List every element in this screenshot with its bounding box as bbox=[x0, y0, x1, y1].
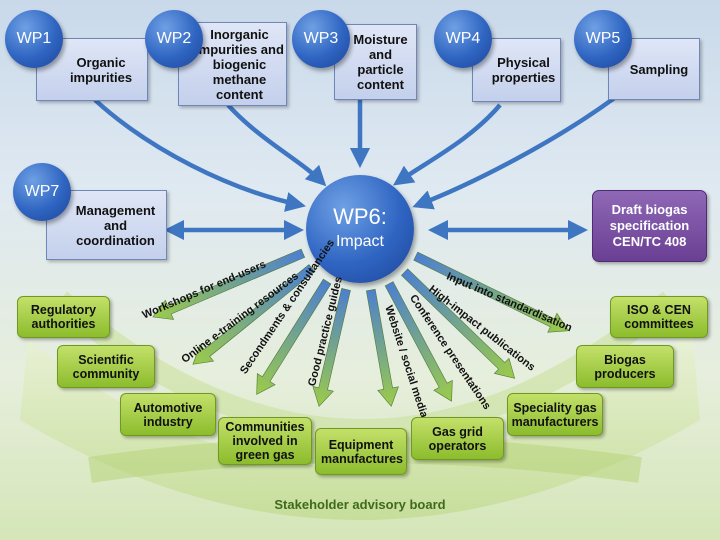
wp2-id: WP2 bbox=[156, 30, 192, 47]
channel-arrow-workshops bbox=[152, 248, 306, 320]
wp4-label: Physical properties bbox=[491, 55, 556, 85]
stakeholder-label: ISO & CEN committees bbox=[624, 303, 694, 331]
arrow-wp4 bbox=[392, 103, 502, 186]
stakeholder-regulatory: Regulatory authorities bbox=[17, 296, 110, 338]
stakeholder-equipment: Equipment manufactures bbox=[315, 428, 407, 475]
output-label: Draft biogas specification CEN/TC 408 bbox=[609, 202, 690, 249]
wp3-label: Moisture and particle content bbox=[353, 32, 408, 92]
wp7-id: WP7 bbox=[24, 183, 60, 200]
wp6-hub: WP6: Impact bbox=[306, 175, 414, 283]
wp5-label: Sampling bbox=[629, 61, 689, 77]
channel-arrow-good-practice bbox=[312, 288, 351, 407]
stakeholder-label: Biogas producers bbox=[594, 352, 656, 381]
stakeholder-label: Speciality gas manufacturers bbox=[511, 400, 599, 429]
stakeholder-speciality-gas: Speciality gas manufacturers bbox=[507, 393, 603, 436]
stakeholder-biogas-producers: Biogas producers bbox=[576, 345, 674, 388]
wp2-circle: WP2 bbox=[145, 10, 203, 68]
wp1-id: WP1 bbox=[16, 30, 52, 47]
stakeholder-automotive: Automotive industry bbox=[120, 393, 216, 436]
wp5-circle: WP5 bbox=[574, 10, 632, 68]
channel-arrow-e-training bbox=[192, 264, 316, 365]
stakeholder-label: Gas grid operators bbox=[428, 424, 487, 453]
output-box: Draft biogas specification CEN/TC 408 bbox=[592, 190, 707, 262]
wp3-id: WP3 bbox=[303, 30, 339, 47]
stakeholder-iso-cen: ISO & CEN committees bbox=[610, 296, 708, 338]
stakeholder-label: Communities involved in green gas bbox=[225, 420, 305, 462]
arrow-wp1 bbox=[93, 98, 306, 212]
wp4-id: WP4 bbox=[445, 30, 481, 47]
wp6-label: Impact bbox=[335, 233, 384, 250]
stakeholder-label: Automotive industry bbox=[133, 400, 203, 429]
channel-rays bbox=[152, 248, 570, 407]
wp4-circle: WP4 bbox=[434, 10, 492, 68]
wp7-label: Management and coordination bbox=[75, 202, 156, 248]
channel-arrow-secondments bbox=[256, 278, 332, 395]
channel-arrow-standardisation bbox=[413, 251, 570, 333]
wp3-circle: WP3 bbox=[292, 10, 350, 68]
stakeholder-label: Equipment manufactures bbox=[321, 437, 403, 466]
arrow-wp2 bbox=[226, 103, 327, 187]
stakeholder-arc-outer bbox=[20, 330, 700, 520]
wp1-circle: WP1 bbox=[5, 10, 63, 68]
wp7-box: Management and coordination bbox=[46, 190, 167, 260]
wp2-label: Inorganic impurities and biogenic methan… bbox=[195, 26, 284, 102]
stakeholder-label: Scientific community bbox=[72, 352, 140, 381]
wp7-circle: WP7 bbox=[13, 163, 71, 221]
stakeholder-scientific: Scientific community bbox=[57, 345, 155, 388]
channel-arrow-conference bbox=[384, 281, 453, 402]
stakeholder-label: Regulatory authorities bbox=[30, 303, 97, 331]
wp1-label: Organic impurities bbox=[69, 54, 133, 85]
arrow-wp5 bbox=[412, 88, 627, 210]
stakeholder-communities: Communities involved in green gas bbox=[218, 417, 312, 465]
channel-arrow-website bbox=[365, 288, 399, 407]
stakeholder-advisory-board: Stakeholder advisory board bbox=[274, 497, 446, 512]
wp6-id: WP6: bbox=[333, 204, 387, 229]
wp1-box: Organic impurities bbox=[36, 38, 148, 101]
wp5-id: WP5 bbox=[585, 30, 621, 47]
stakeholder-gas-grid: Gas grid operators bbox=[411, 417, 504, 460]
channel-arrow-publications bbox=[401, 268, 516, 379]
